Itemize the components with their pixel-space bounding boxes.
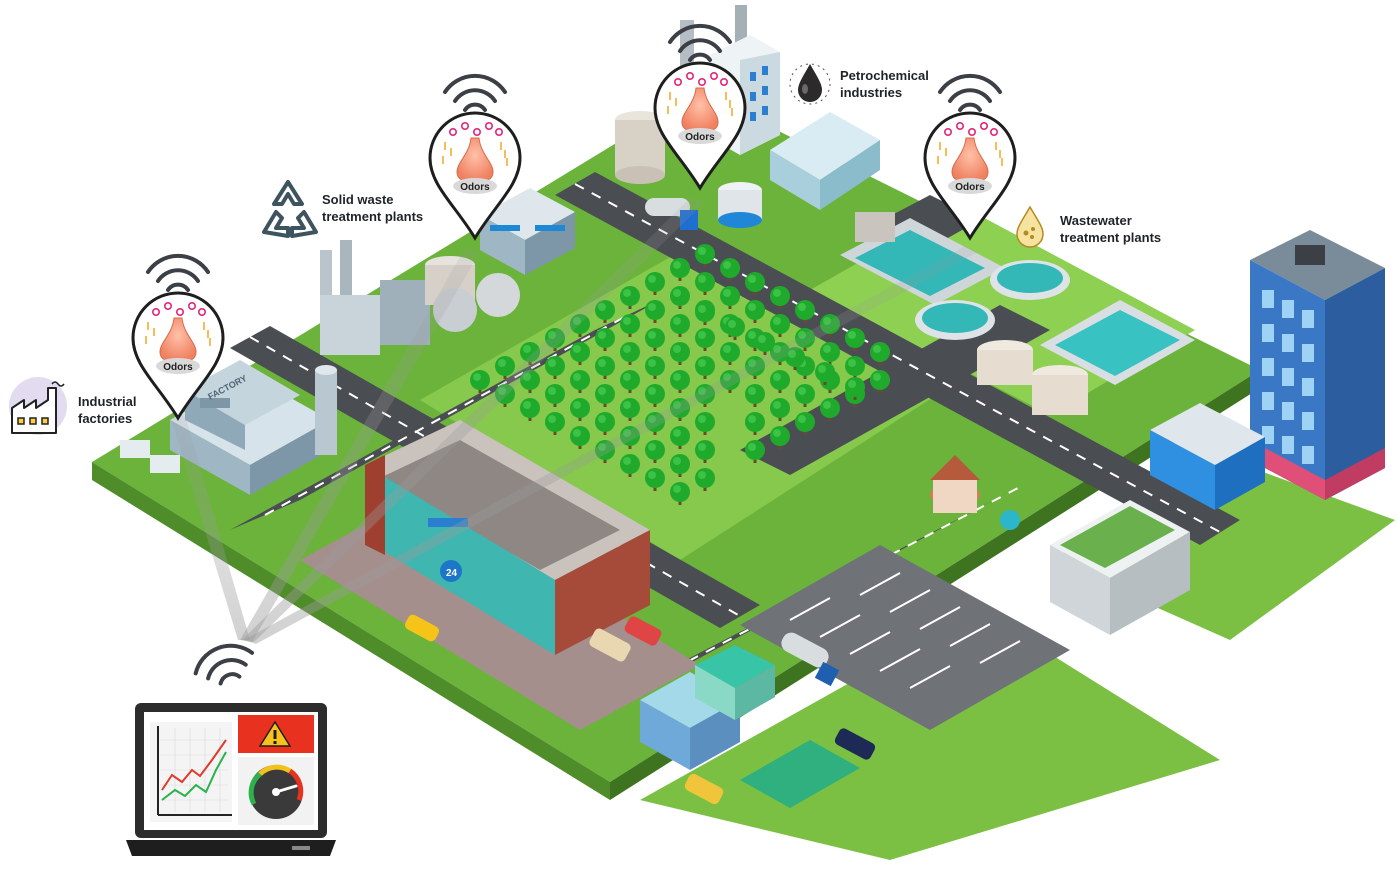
- laptop-icon: [126, 703, 336, 856]
- odors-label: Odors: [163, 362, 193, 373]
- odors-label: Odors: [685, 132, 715, 143]
- signal-beams: [170, 198, 978, 644]
- line-chart-icon: [150, 722, 232, 822]
- label-petrochemical-line1: Petrochemical: [840, 68, 929, 83]
- label-solid-waste-line1: Solid waste: [322, 192, 394, 207]
- nose-icon: [937, 121, 1003, 194]
- gauge-icon: [238, 757, 314, 825]
- label-petrochemical-industries: Petrochemical industries: [840, 67, 929, 101]
- residential-block: [640, 645, 860, 808]
- glass-office-building: [1150, 403, 1265, 510]
- vehicles: [404, 614, 876, 805]
- label-industrial-line1: Industrial: [78, 394, 137, 409]
- nose-icon: [145, 301, 211, 374]
- odor-marker-industrial: Odors: [131, 253, 225, 421]
- label-wastewater-treatment-plants: Wastewater treatment plants: [1060, 212, 1161, 246]
- odor-marker-wastewater: Odors: [923, 73, 1017, 241]
- odors-label: Odors: [955, 182, 985, 193]
- label-petrochemical-line2: industries: [840, 85, 903, 100]
- odors-label: Odors: [460, 182, 490, 193]
- label-industrial-factories: Industrial factories: [78, 393, 137, 427]
- label-industrial-line2: factories: [78, 411, 133, 426]
- label-solid-waste-line2: treatment plants: [322, 209, 424, 224]
- office-tower: [1250, 230, 1385, 500]
- solid-waste-plant: [320, 188, 575, 355]
- wifi-icon: [443, 73, 507, 112]
- store-24-sign: 24: [446, 568, 458, 579]
- label-solid-waste-treatment-plants: Solid waste treatment plants: [322, 191, 423, 225]
- recycle-icon: [262, 180, 318, 238]
- nose-icon: [667, 71, 733, 144]
- wastewater-treatment-plant: [840, 212, 1195, 415]
- water-drop-icon: [1016, 205, 1044, 248]
- nose-icon: [442, 121, 508, 194]
- wifi-icon: [146, 253, 210, 292]
- odor-marker-solid-waste: Odors: [428, 73, 522, 241]
- park-pavilion: [930, 455, 1020, 530]
- warning-icon: [238, 715, 314, 753]
- odor-marker-petrochemical: Odors: [653, 23, 747, 191]
- receiver-wifi-icon: [188, 635, 261, 693]
- petrochemical-plant: [615, 5, 880, 230]
- factory-icon: [9, 377, 67, 435]
- parking-lot: [740, 545, 1070, 730]
- oil-drop-icon: [789, 63, 831, 105]
- modern-white-building: [1050, 500, 1190, 635]
- label-wastewater-line2: treatment plants: [1060, 230, 1162, 245]
- label-wastewater-line1: Wastewater: [1060, 213, 1132, 228]
- wifi-icon: [938, 73, 1002, 112]
